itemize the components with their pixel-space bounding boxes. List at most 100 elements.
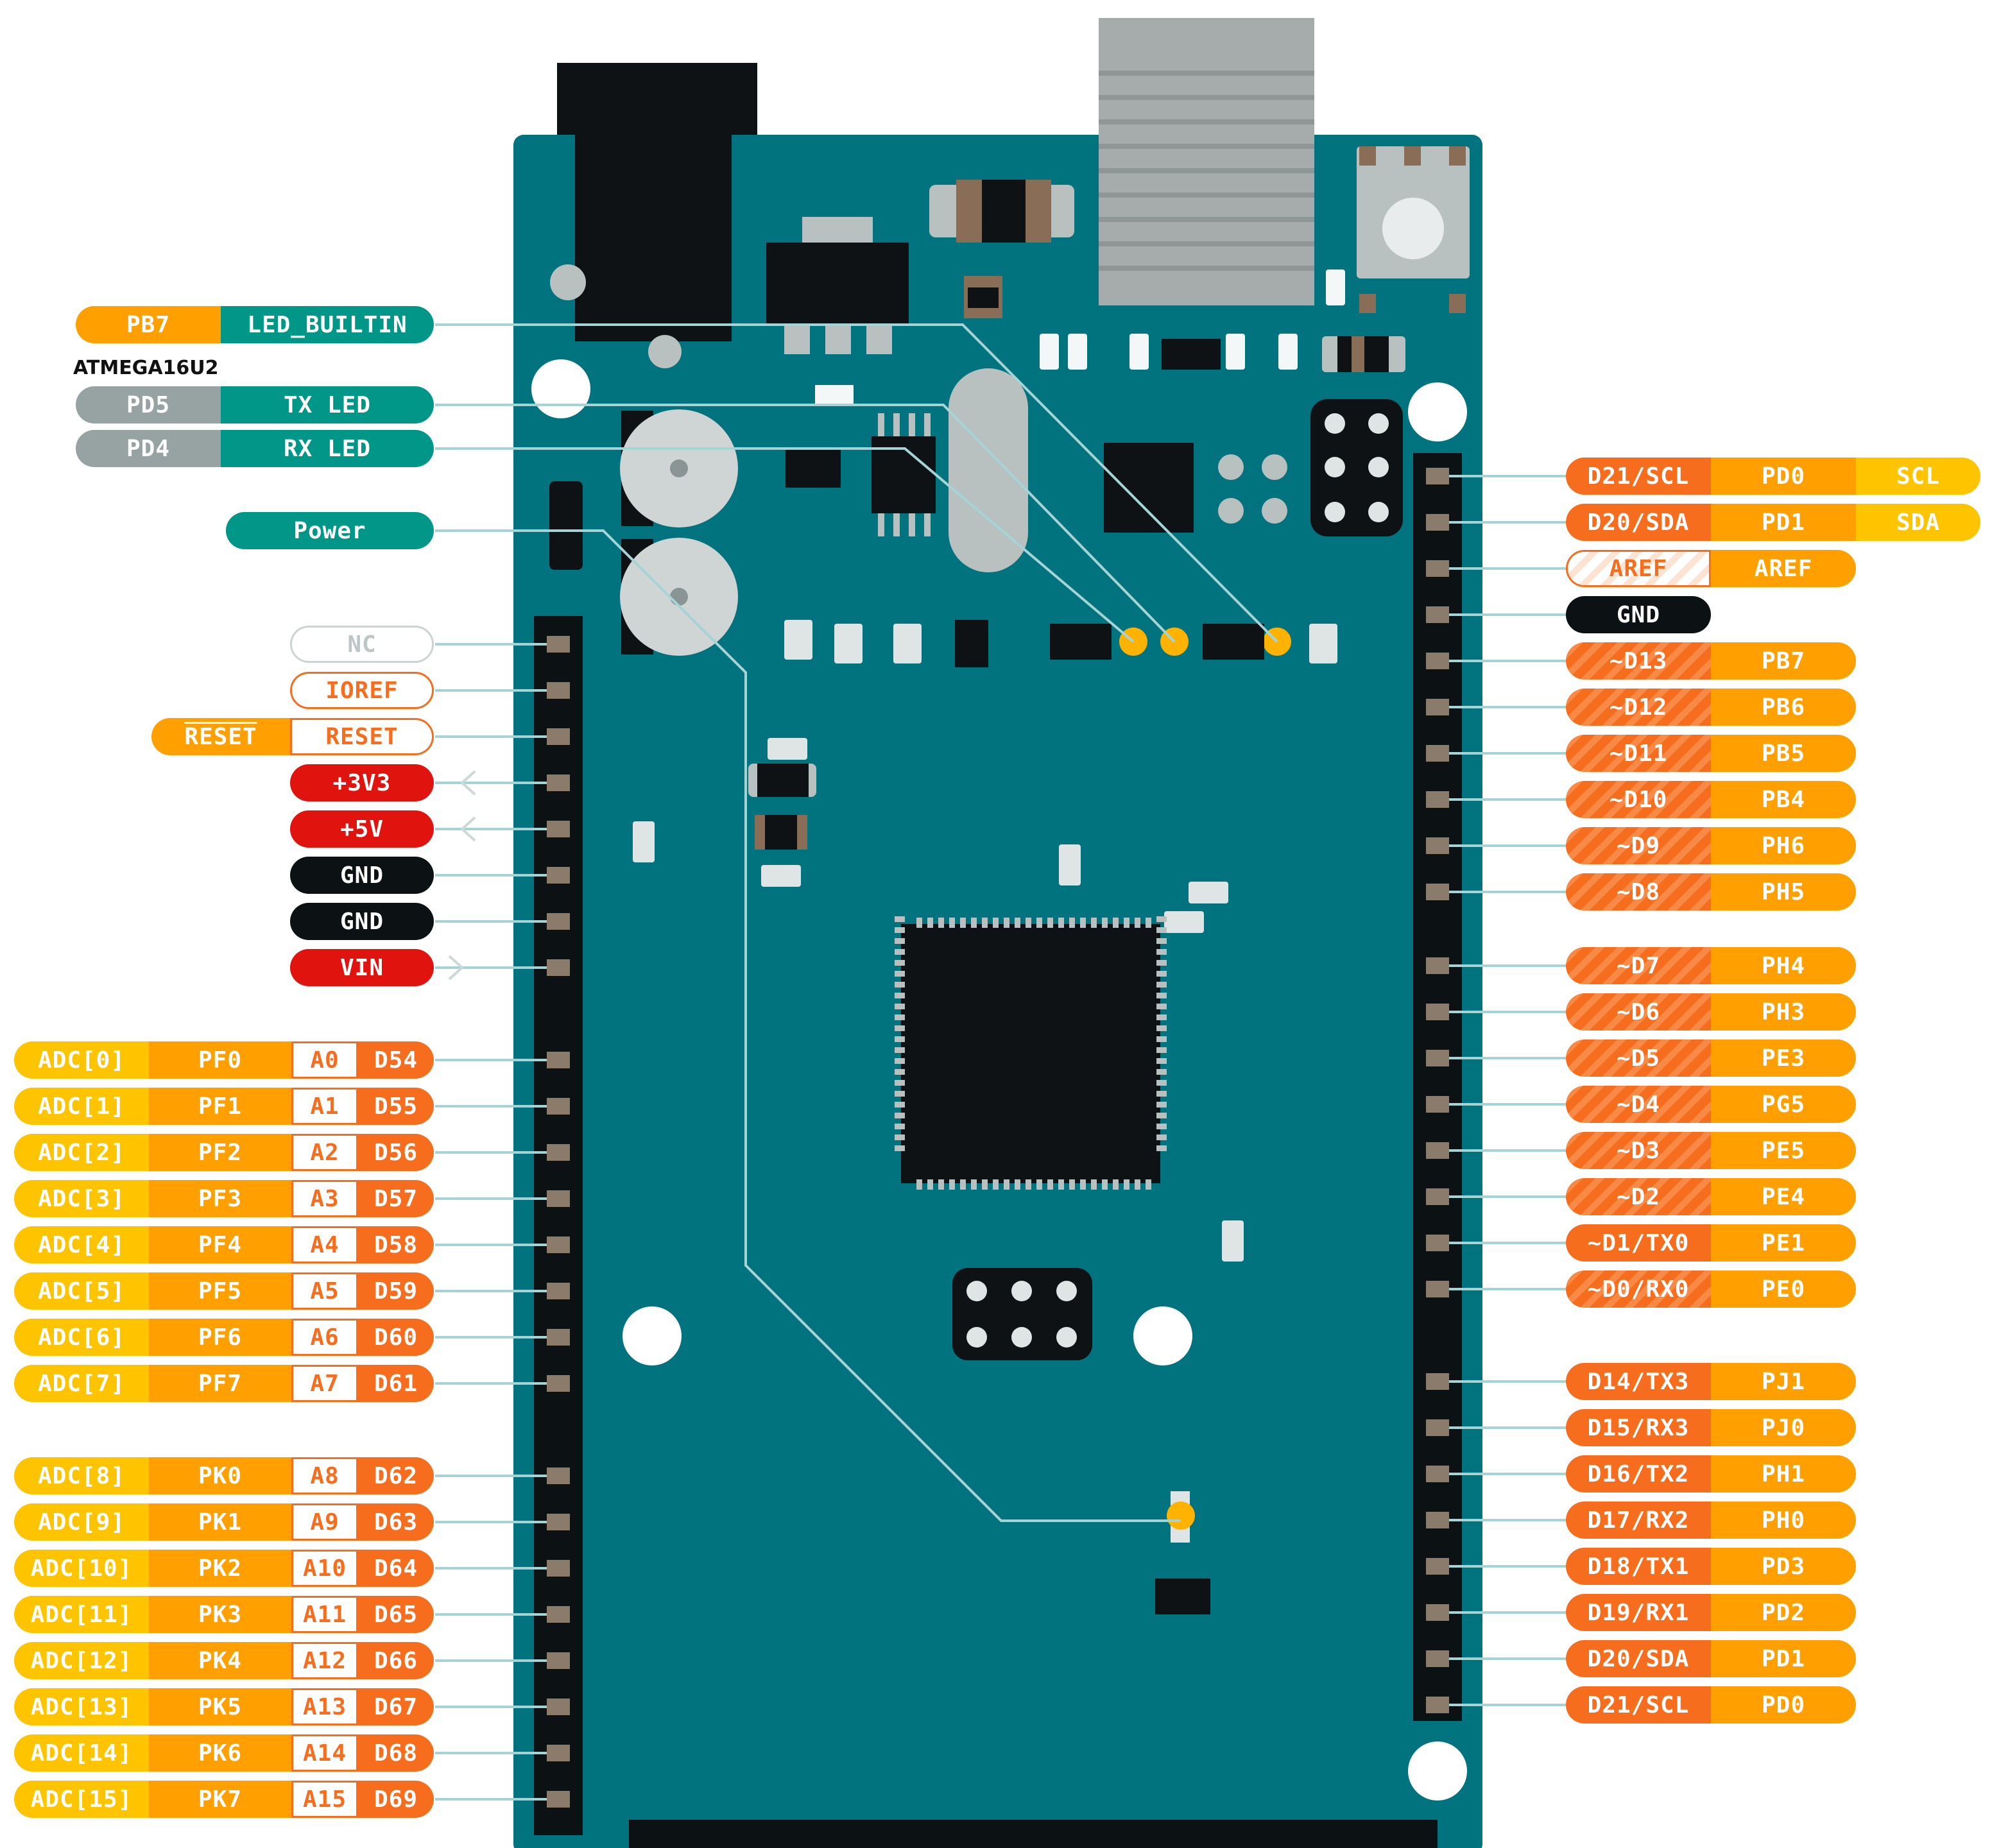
- pin-label-segment: PJ1: [1711, 1363, 1856, 1400]
- header-pin: [547, 1283, 570, 1299]
- smd-array: [1162, 339, 1221, 370]
- mcu-pin: [895, 1036, 905, 1042]
- mcu-pin: [1156, 916, 1167, 922]
- mcu-pin: [1156, 1134, 1167, 1140]
- pin-label-segment: ~D8: [1566, 873, 1711, 911]
- led-resistor-array-2: [1203, 624, 1264, 660]
- pin-label-segment: D60: [358, 1319, 434, 1356]
- mcu-pin: [895, 971, 905, 977]
- pin-label-segment: A13: [291, 1688, 358, 1725]
- smd-inductor: [549, 481, 583, 570]
- pin-label-segment: PF3: [149, 1180, 291, 1217]
- pin-label-segment: D20/SDA: [1566, 1640, 1711, 1677]
- mcu-pin: [1156, 971, 1167, 977]
- pin-label-segment: PB5: [1711, 735, 1856, 772]
- pin-label-segment: PK1: [149, 1503, 291, 1541]
- header-pin: [547, 682, 570, 699]
- mcu-pin: [1080, 918, 1086, 928]
- mcu-pin: [1156, 1091, 1167, 1097]
- icsp-pin: [1325, 413, 1345, 434]
- transistor: [955, 620, 988, 667]
- pin-label-segment: D21/SCL: [1566, 1686, 1711, 1724]
- pin-label-segment: PF5: [149, 1272, 291, 1310]
- pin-label-segment: A8: [291, 1457, 358, 1494]
- mcu-pin: [1156, 1025, 1167, 1031]
- header-pin: [1426, 1650, 1449, 1667]
- smd-cap: [633, 821, 655, 862]
- header-pin: [547, 1560, 570, 1577]
- pin-label-segment: ADC[12]: [14, 1642, 149, 1679]
- header-pin: [1426, 560, 1449, 577]
- mcu-pin: [895, 916, 905, 922]
- led-resistor-body: [968, 287, 999, 308]
- mcu-pin: [895, 993, 905, 998]
- led-resistor-array: [1050, 624, 1112, 660]
- pin-label-segment: A2: [291, 1134, 358, 1171]
- dc-jack-lug-2: [648, 335, 682, 368]
- fuse-band: [956, 180, 982, 243]
- usb-rib: [1099, 217, 1314, 222]
- mcu-pin: [960, 918, 966, 928]
- header-pin: [1426, 957, 1449, 974]
- mcu-pin: [1156, 1102, 1167, 1108]
- mcu-pin: [1102, 918, 1108, 928]
- pin-label-segment: PE3: [1711, 1040, 1856, 1077]
- arrow-out: [448, 955, 464, 980]
- signal-traces: [435, 323, 1566, 1801]
- pin-label-segment: D57: [358, 1180, 434, 1217]
- smd-array-2: [786, 449, 841, 488]
- pin-label-segment: +3V3: [290, 764, 434, 801]
- pin-label-nc: NC: [290, 626, 434, 663]
- pin-label-segment: PG5: [1711, 1086, 1856, 1123]
- dc-jack-lug: [550, 264, 586, 300]
- smd-cap-small: [815, 385, 854, 404]
- pin-label-segment: ~D6: [1566, 993, 1711, 1031]
- mcu-pin: [1091, 918, 1097, 928]
- pin-label-segment: ADC[4]: [14, 1226, 149, 1263]
- pin-label-segment: D17/RX2: [1566, 1502, 1711, 1539]
- pin-label-segment: GND: [1566, 596, 1711, 633]
- icsp-pin: [1368, 457, 1389, 477]
- header-pin: [547, 1745, 570, 1761]
- atmega16u2-chip: [1104, 443, 1194, 533]
- mounting-hole: [622, 1306, 682, 1365]
- regulator-leg: [825, 323, 851, 354]
- mcu-pin: [1146, 1179, 1151, 1190]
- pin-label-segment: ~D10: [1566, 781, 1711, 818]
- pin-label-segment: PD4: [76, 430, 221, 467]
- pin-label-segment: ~D11: [1566, 735, 1711, 772]
- pin-label-segment: ADC[2]: [14, 1134, 149, 1171]
- mcu-pin: [1156, 960, 1167, 966]
- mcu-pin: [1146, 918, 1151, 928]
- header-pin: [547, 867, 570, 884]
- pin-label-segment: PB7: [76, 306, 221, 343]
- mcu-pin: [1156, 1113, 1167, 1118]
- pin-label-segment: D56: [358, 1134, 434, 1171]
- ic-pin: [909, 513, 915, 536]
- icsp-pin: [966, 1327, 987, 1348]
- mcu-pin: [916, 1179, 922, 1190]
- header-pin: [1426, 884, 1449, 900]
- pin-label-segment: ADC[3]: [14, 1180, 149, 1217]
- regulator-tab: [802, 217, 873, 243]
- pin-label-segment: D55: [358, 1088, 434, 1125]
- on-led: [1167, 1502, 1195, 1530]
- pin-label-segment: PD0: [1711, 458, 1856, 495]
- mcu-pin: [1135, 918, 1140, 928]
- pin-label-segment: D54: [358, 1041, 434, 1079]
- pin-label-segment: GND: [290, 903, 434, 940]
- pin-label-segment: D66: [358, 1642, 434, 1679]
- smd-cap: [1059, 844, 1081, 886]
- test-pad: [1218, 498, 1244, 524]
- mcu-pin: [1004, 1179, 1009, 1190]
